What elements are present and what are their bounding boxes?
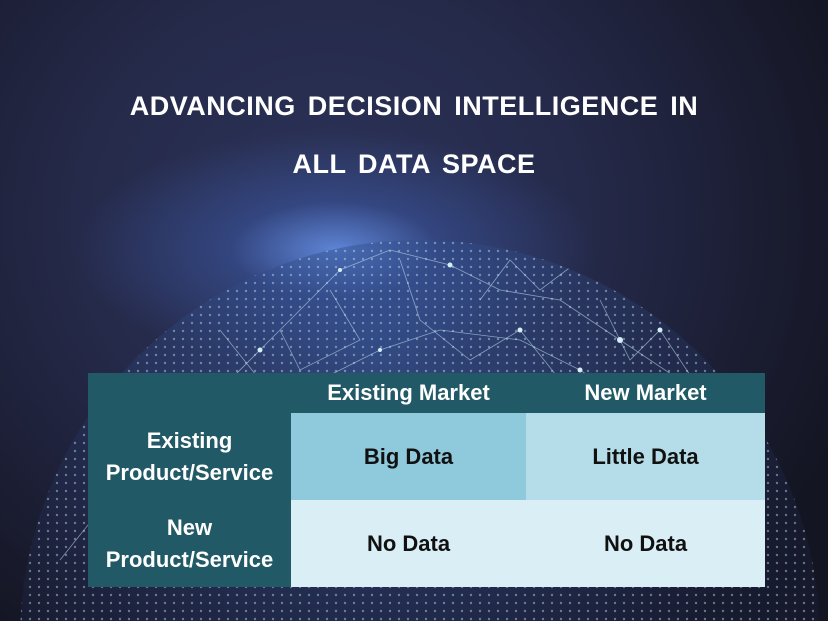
- row-header-line: Existing: [146, 427, 233, 453]
- cell-no-data-new-market: No Data: [526, 500, 765, 587]
- cell-big-data: Big Data: [291, 413, 526, 500]
- column-header-new-market: New Market: [584, 380, 707, 405]
- row-header-new-product: New Product/Service: [88, 500, 291, 587]
- row-header-line: New: [166, 514, 213, 540]
- slide-title-line-2: ALL DATA SPACE: [292, 149, 536, 179]
- row-header-line: Product/Service: [105, 459, 274, 485]
- cell-no-data-existing-market: No Data: [291, 500, 526, 587]
- column-header-existing-market: Existing Market: [327, 380, 490, 405]
- row-header-existing-product: Existing Product/Service: [88, 413, 291, 500]
- cell-little-data: Little Data: [526, 413, 765, 500]
- data-matrix-table: Existing Market New Market Existing Prod…: [88, 373, 765, 587]
- row-header-line: Product/Service: [105, 546, 274, 572]
- slide-title-line-1: ADVANCING DECISION INTELLIGENCE IN: [129, 91, 699, 121]
